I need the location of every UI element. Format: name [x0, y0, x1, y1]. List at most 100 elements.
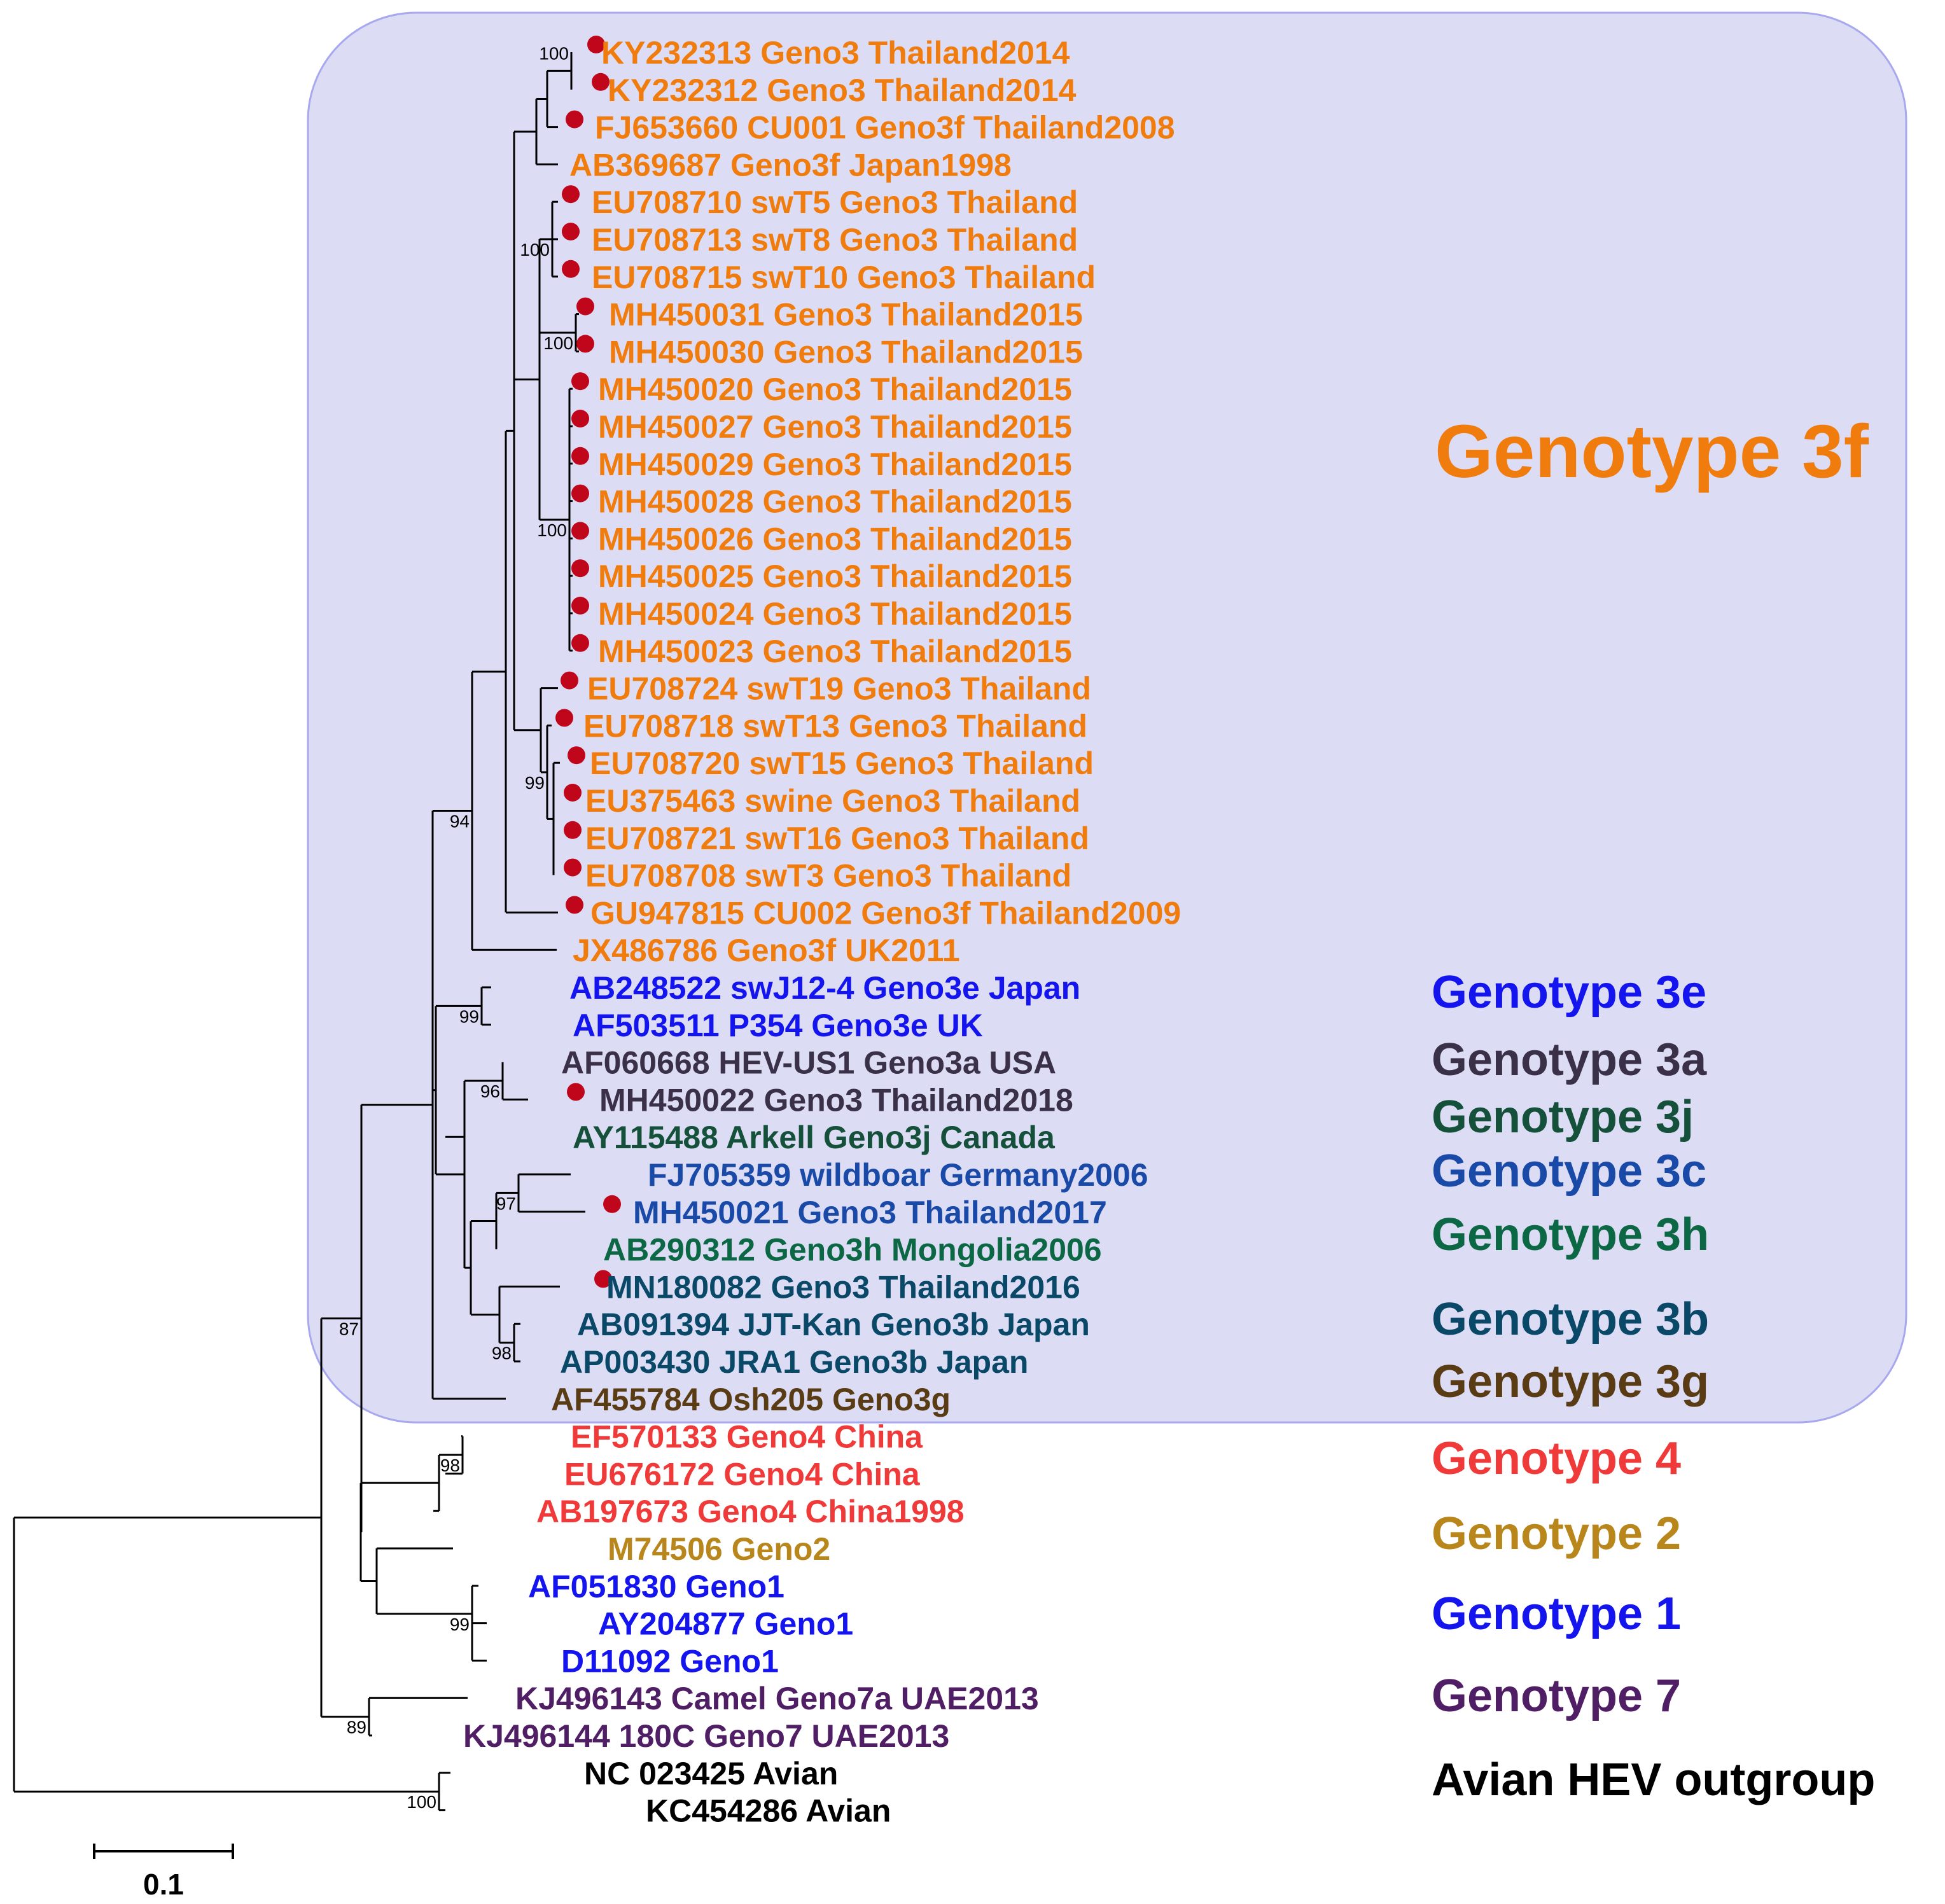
leaf-label: MH450023 Geno3 Thailand2015: [598, 634, 1072, 669]
leaf-label: AF503511 P354 Geno3e UK: [573, 1008, 983, 1043]
thai-sample-marker: [571, 522, 589, 540]
thai-sample-marker: [567, 1083, 585, 1101]
thai-sample-marker: [594, 1270, 612, 1288]
leaf-label: EU708708 swT3 Geno3 Thailand: [585, 858, 1071, 894]
leaf-label: MH450021 Geno3 Thailand2017: [633, 1195, 1107, 1230]
leaf-label: MH450028 Geno3 Thailand2015: [598, 484, 1072, 520]
genotype-label: Avian HEV outgroup: [1432, 1755, 1875, 1805]
bootstrap-value: 100: [539, 43, 569, 63]
bootstrap-value: 99: [525, 773, 545, 793]
thai-sample-marker: [566, 110, 583, 129]
bootstrap-value: 87: [339, 1319, 359, 1338]
leaf-label: EU708718 swT13 Geno3 Thailand: [583, 708, 1087, 744]
bootstrap-value: 89: [347, 1718, 366, 1737]
thai-sample-marker: [576, 297, 594, 316]
scale-bar: 0.1: [93, 1844, 234, 1901]
leaf-label: MH450027 Geno3 Thailand2015: [598, 409, 1072, 445]
genotype-label: Genotype 3h: [1432, 1209, 1709, 1260]
thai-sample-marker: [555, 709, 573, 727]
leaf-label: MH450030 Geno3 Thailand2015: [609, 334, 1083, 370]
leaf-label: AY204877 Geno1: [598, 1606, 853, 1642]
bootstrap-labels: 100 100 100 100 94 99 99 96 97 98 87 98 99 89 100: [339, 43, 573, 1812]
bootstrap-value: 100: [543, 333, 573, 353]
leaf-label: AB248522 swJ12-4 Geno3e Japan: [569, 970, 1080, 1006]
bootstrap-value: 98: [440, 1456, 460, 1475]
thai-markers: [555, 36, 621, 1288]
thai-sample-marker: [592, 73, 610, 91]
leaf-label: KJ496144 180C Geno7 UAE2013: [463, 1718, 949, 1754]
bootstrap-value: 99: [459, 1006, 479, 1026]
genotype-label: Genotype 3j: [1432, 1092, 1694, 1143]
bootstrap-value: 100: [520, 240, 550, 260]
leaf-label: EU708715 swT10 Geno3 Thailand: [592, 260, 1096, 295]
thai-sample-marker: [564, 784, 582, 802]
leaf-label: KY232312 Geno3 Thailand2014: [608, 73, 1077, 108]
leaf-label: MH450024 Geno3 Thailand2015: [598, 596, 1072, 632]
leaf-label: M74506 Geno2: [608, 1531, 830, 1567]
leaf-label: AB290312 Geno3h Mongolia2006: [603, 1232, 1102, 1268]
leaf-label: AY115488 Arkell Geno3j Canada: [573, 1120, 1056, 1155]
genotype-label: Genotype 2: [1432, 1508, 1681, 1559]
leaf-label: D11092 Geno1: [561, 1643, 779, 1679]
thai-sample-marker: [561, 671, 578, 690]
leaf-label: MH450026 Geno3 Thailand2015: [598, 521, 1072, 557]
thai-sample-marker: [562, 185, 580, 204]
thai-sample-marker: [576, 335, 594, 353]
genotype-label: Genotype 3g: [1432, 1356, 1709, 1407]
leaf-label: KJ496143 Camel Geno7a UAE2013: [515, 1681, 1039, 1716]
leaf-label: EF570133 Geno4 China: [571, 1419, 923, 1455]
leaf-label: FJ705359 wildboar Germany2006: [648, 1157, 1148, 1193]
leaf-label: AF455784 Osh205 Geno3g: [551, 1382, 951, 1417]
leaf-label: MH450031 Geno3 Thailand2015: [609, 297, 1083, 333]
tree-branches: [13, 52, 585, 1812]
thai-sample-marker: [571, 372, 589, 391]
leaf-label: EU375463 swine Geno3 Thailand: [585, 783, 1080, 819]
thai-sample-marker: [568, 746, 585, 765]
bootstrap-value: 94: [450, 812, 470, 831]
leaf-label: EU708724 swT19 Geno3 Thailand: [587, 671, 1091, 707]
thai-sample-marker: [571, 410, 589, 427]
genotype-label: Genotype 1: [1432, 1588, 1681, 1639]
genotype-label: Genotype 4: [1432, 1433, 1681, 1484]
bootstrap-value: 99: [450, 1615, 470, 1634]
thai-sample-marker: [564, 858, 582, 877]
leaf-label: KC454286 Avian: [646, 1793, 891, 1829]
leaf-label: EU708713 swT8 Geno3 Thailand: [592, 222, 1078, 258]
thai-sample-marker: [562, 223, 580, 240]
clade-box-genotype-3: [307, 11, 1907, 1424]
thai-sample-marker: [571, 634, 589, 652]
bootstrap-value: 97: [496, 1193, 516, 1213]
leaf-label: MH450025 Geno3 Thailand2015: [598, 559, 1072, 594]
leaf-label: EU708710 swT5 Geno3 Thailand: [592, 184, 1078, 220]
leaf-label: EU676172 Geno4 China: [564, 1456, 921, 1492]
leaf-label: MH450020 Geno3 Thailand2015: [598, 372, 1072, 407]
leaf-label: AP003430 JRA1 Geno3b Japan: [560, 1344, 1028, 1380]
bootstrap-value: 98: [492, 1344, 512, 1363]
leaf-label: AB369687 Geno3f Japan1998: [569, 147, 1012, 183]
leaf-label: AF060668 HEV-US1 Geno3a USA: [561, 1045, 1056, 1081]
thai-sample-marker: [587, 36, 605, 53]
genotype-label: Genotype 3e: [1432, 967, 1706, 1018]
bootstrap-value: 100: [407, 1792, 436, 1812]
leaf-label: MH450029 Geno3 Thailand2015: [598, 447, 1072, 482]
leaf-label: MN180082 Geno3 Thailand2016: [606, 1269, 1080, 1305]
leaf-label: GU947815 CU002 Geno3f Thailand2009: [590, 895, 1181, 931]
thai-sample-marker: [603, 1195, 621, 1213]
thai-sample-marker: [562, 260, 580, 278]
genotype-label: Genotype 7: [1432, 1671, 1681, 1721]
leaf-label: JX486786 Geno3f UK2011: [573, 933, 960, 968]
leaf-label: AB197673 Geno4 China1998: [536, 1494, 965, 1529]
leaf-label: AF051830 Geno1: [528, 1569, 784, 1604]
leaf-label: EU708721 swT16 Geno3 Thailand: [585, 821, 1089, 856]
leaf-label: EU708720 swT15 Geno3 Thailand: [590, 746, 1094, 781]
bootstrap-value: 96: [480, 1081, 500, 1101]
genotype-label: Genotype 3c: [1432, 1146, 1706, 1197]
thai-sample-marker: [571, 484, 589, 503]
thai-sample-marker: [571, 559, 589, 578]
leaf-label: FJ653660 CU001 Geno3f Thailand2008: [595, 110, 1175, 146]
bootstrap-value: 100: [537, 520, 567, 540]
thai-sample-marker: [564, 821, 582, 839]
